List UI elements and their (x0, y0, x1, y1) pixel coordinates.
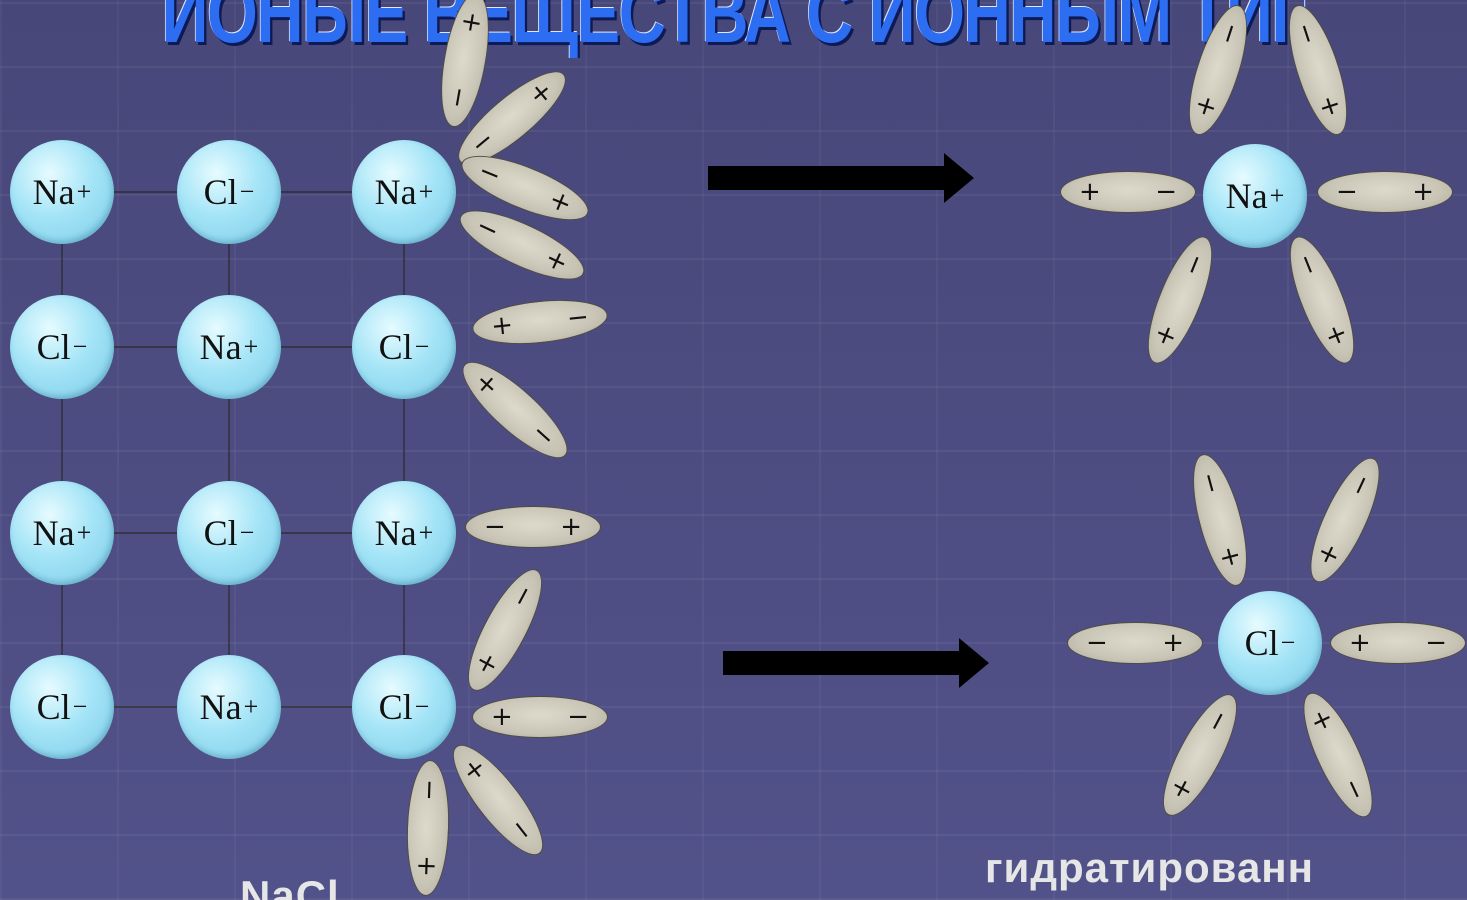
ion-charge: + (76, 518, 92, 547)
ion-charge: − (239, 518, 255, 547)
lattice-ion-na: Na+ (177, 295, 281, 399)
ion-symbol: Cl (36, 687, 71, 727)
ion-charge: − (72, 692, 88, 721)
ion-charge: + (76, 177, 92, 206)
water-dipole: +− (465, 506, 601, 548)
lattice-ion-na: Na+ (352, 140, 456, 244)
positive-pole: + (560, 512, 582, 542)
positive-pole: + (454, 9, 489, 36)
ion-charge: − (72, 332, 88, 361)
lattice-ion-na: Na+ (352, 481, 456, 585)
negative-pole: − (1086, 628, 1108, 658)
negative-pole: − (1155, 177, 1177, 207)
ion-symbol: Na (199, 687, 242, 727)
ion-charge: + (243, 332, 259, 361)
lattice-ion-cl: Cl− (352, 655, 456, 759)
positive-pole: + (491, 702, 513, 732)
negative-pole: − (1288, 18, 1324, 49)
hydrated-ion-cl: Cl− (1218, 591, 1322, 695)
ion-symbol: Na (374, 513, 417, 553)
positive-pole: + (489, 309, 515, 343)
ion-symbol: Cl (378, 687, 413, 727)
lattice-ion-na: Na+ (10, 481, 114, 585)
positive-pole: + (1162, 628, 1184, 658)
ion-symbol: Na (32, 172, 75, 212)
lattice-ion-na: Na+ (177, 655, 281, 759)
ion-symbol: Cl (203, 172, 238, 212)
negative-pole: − (567, 702, 589, 732)
negative-pole: − (484, 512, 506, 542)
positive-pole: + (544, 184, 577, 221)
negative-pole: − (1192, 468, 1228, 498)
lattice-ion-cl: Cl− (10, 655, 114, 759)
ion-symbol: Na (32, 513, 75, 553)
lattice-ion-cl: Cl− (177, 481, 281, 585)
negative-pole: − (1342, 469, 1380, 502)
positive-pole: + (1349, 628, 1371, 658)
arrow-to-hydrated-na (708, 153, 974, 203)
positive-pole: + (1318, 319, 1355, 352)
caption-hydrated: гидратированн (985, 844, 1315, 891)
positive-pole: + (540, 242, 573, 280)
water-dipole: +− (1330, 622, 1466, 664)
negative-pole: − (1336, 177, 1358, 207)
positive-pole: + (1212, 542, 1248, 572)
positive-pole: + (1079, 177, 1101, 207)
ion-charge: + (418, 518, 434, 547)
negative-pole: − (1212, 18, 1248, 49)
ion-charge: − (239, 177, 255, 206)
negative-pole: − (441, 84, 476, 111)
positive-pole: + (411, 854, 443, 878)
ion-charge: − (414, 332, 430, 361)
water-dipole: +− (472, 696, 608, 738)
ion-symbol: Cl (1244, 623, 1279, 663)
lattice-ion-cl: Cl− (10, 295, 114, 399)
arrow-to-hydrated-cl (723, 638, 989, 688)
ion-charge: − (1280, 628, 1296, 657)
ion-charge: + (418, 177, 434, 206)
positive-pole: + (1188, 91, 1224, 122)
negative-pole: − (1176, 248, 1213, 281)
hydrated-ion-na: Na+ (1203, 144, 1307, 248)
ion-symbol: Na (199, 327, 242, 367)
negative-pole: − (413, 778, 445, 802)
positive-pole: + (1312, 91, 1348, 122)
ion-charge: + (243, 692, 259, 721)
lattice-ion-cl: Cl− (352, 295, 456, 399)
water-dipole: +− (1317, 171, 1453, 213)
negative-pole: − (565, 301, 591, 335)
negative-pole: − (1199, 704, 1237, 739)
ion-charge: + (1269, 181, 1285, 210)
ion-charge: − (414, 692, 430, 721)
ion-symbol: Na (1225, 176, 1268, 216)
caption-nacl: NaCl (240, 872, 340, 900)
negative-pole: − (1335, 773, 1373, 806)
lattice-ion-na: Na+ (10, 140, 114, 244)
water-dipole: +− (1067, 622, 1203, 664)
negative-pole: − (473, 155, 506, 192)
lattice-ion-cl: Cl− (177, 140, 281, 244)
negative-pole: − (1289, 248, 1326, 281)
positive-pole: + (1412, 177, 1434, 207)
water-dipole: +− (1060, 171, 1196, 213)
negative-pole: − (1425, 628, 1447, 658)
negative-pole: − (504, 579, 542, 614)
ion-symbol: Cl (378, 327, 413, 367)
ion-symbol: Na (374, 172, 417, 212)
ion-symbol: Cl (203, 513, 238, 553)
slide-title: ИОНЫЕ ВЕЩЕСТВА С ИОННЫМ ТИПОМ (161, 0, 1306, 58)
ion-symbol: Cl (36, 327, 71, 367)
